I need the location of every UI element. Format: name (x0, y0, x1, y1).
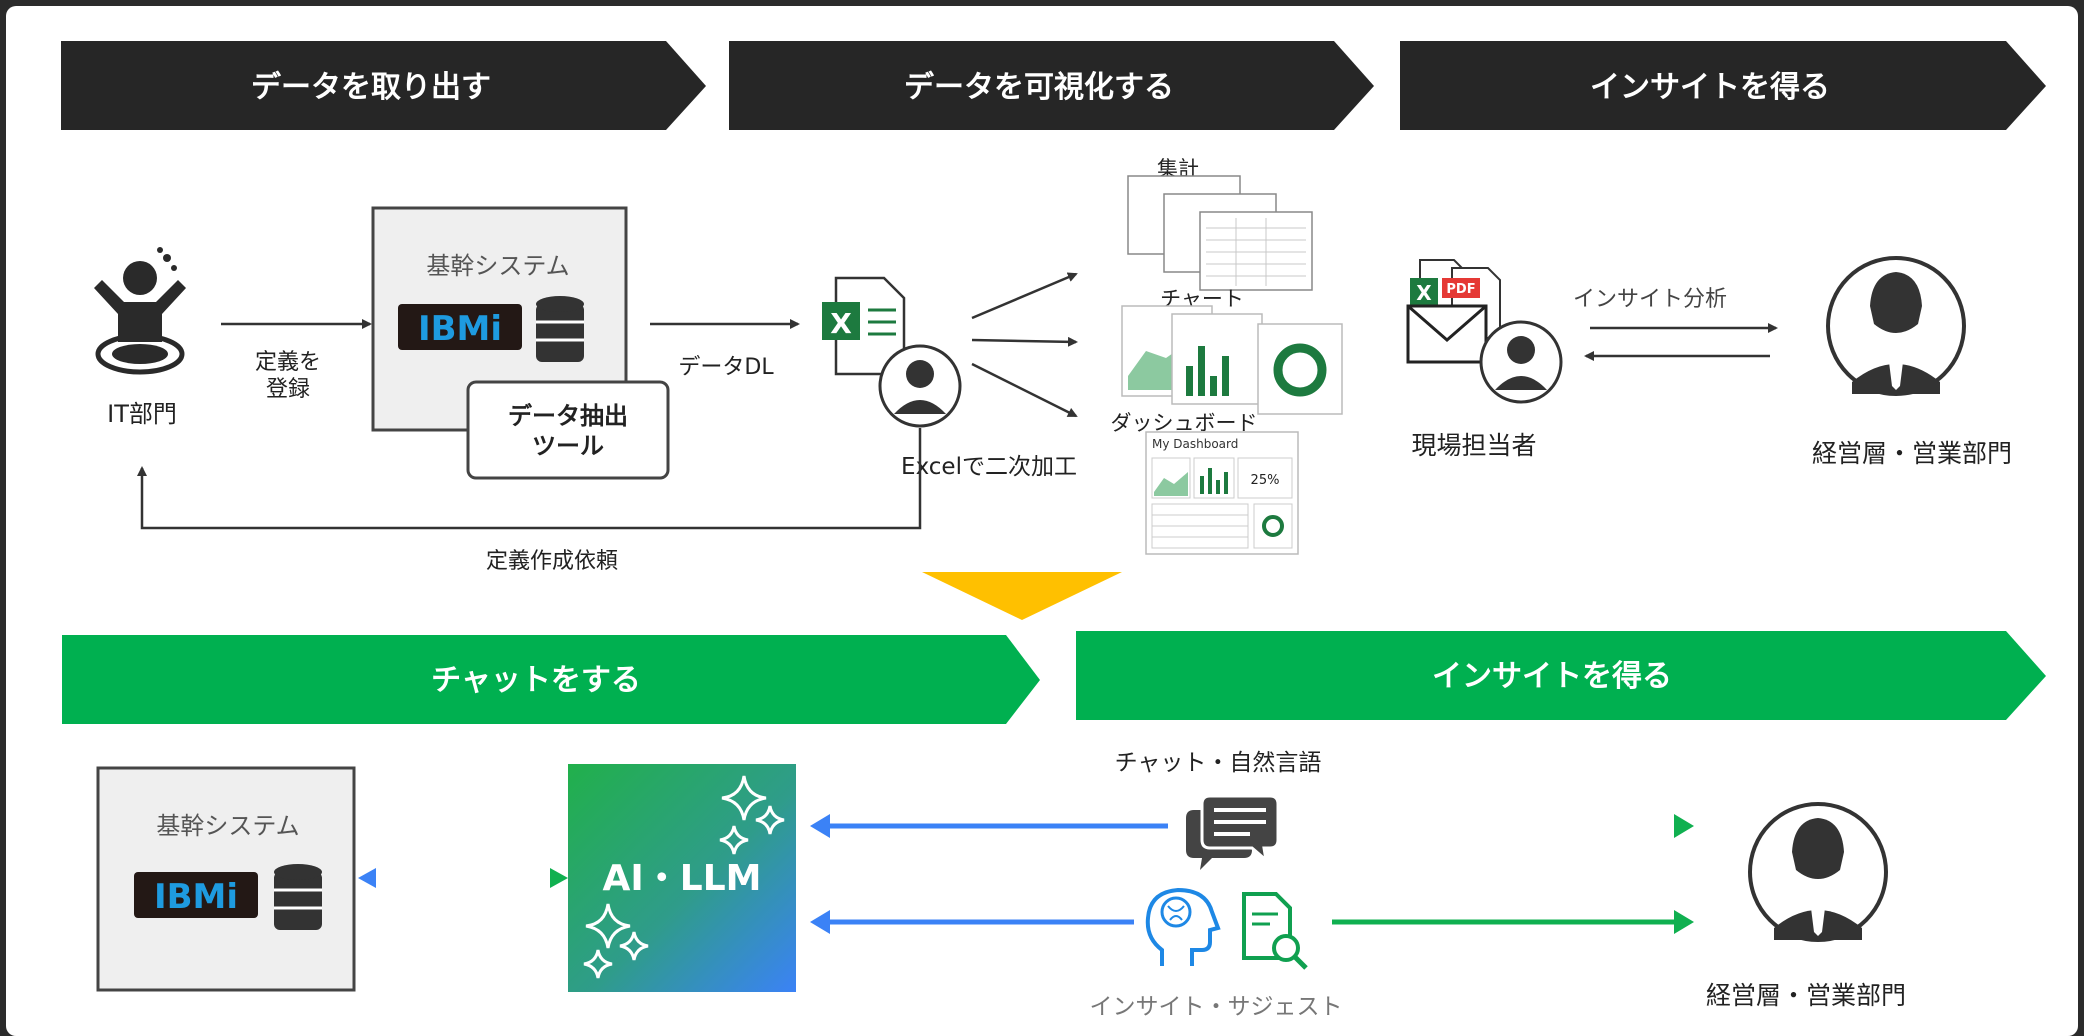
dashboard-label: ダッシュボード (1111, 411, 1258, 435)
it-dept-label: IT部門 (107, 400, 177, 428)
management-avatar-bottom (1748, 802, 1888, 942)
bottom-ibmi-logo: IBMi (134, 872, 258, 918)
pdf-label: PDF (1446, 282, 1475, 297)
site-staff-label: 現場担当者 (1411, 431, 1536, 460)
top-header-2-label: データを可視化する (904, 70, 1174, 105)
define-register-line1: 定義を (255, 350, 321, 375)
arrow-to-dashboard (971, 362, 1078, 418)
top-header-1-label: データを取り出す (251, 70, 491, 105)
mail-excel-x: X (1416, 281, 1432, 305)
insight-to-ai-arrow (810, 910, 1134, 934)
chat-to-ai-arrow (810, 814, 1168, 838)
define-register-line2: 登録 (266, 377, 310, 402)
ai-llm-label: AI・LLM (603, 858, 762, 899)
extract-tool-line2: ツール (532, 432, 604, 460)
chat-bubbles-icon (1186, 794, 1280, 870)
document-search-icon (1242, 892, 1308, 970)
site-staff-avatar (1479, 320, 1563, 404)
dashboard-percent: 25% (1251, 473, 1280, 488)
top-header-2: データを可視化する (729, 41, 1374, 130)
dashboard-title: My Dashboard (1152, 437, 1238, 451)
excel-edit-label: Excelで二次加工 (901, 454, 1077, 480)
top-header-1: データを取り出す (61, 41, 706, 130)
excel-user-avatar (878, 344, 962, 428)
chart-cards-icon (1121, 305, 1343, 415)
insight-to-management-arrow (1332, 910, 1694, 934)
excel-file-x: X (830, 307, 852, 340)
insight-analysis-label: インサイト分析 (1573, 287, 1727, 312)
core-ai-double-arrow (358, 868, 568, 888)
excel-file-icon: X (822, 276, 906, 376)
request-label: 定義作成依頼 (486, 549, 618, 574)
bottom-header-1-label: チャットをする (431, 663, 641, 698)
extract-tool-box (466, 380, 670, 480)
top-header-3: インサイトを得る (1400, 41, 2046, 130)
data-dl-label: データDL (678, 355, 774, 380)
summary-sheets-icon (1127, 175, 1313, 291)
insight-suggest-label: インサイト・サジェスト (1090, 994, 1343, 1020)
management-avatar-top (1826, 256, 1966, 396)
chat-to-management-arrow (1292, 814, 1694, 838)
core-system-label: 基幹システム (426, 252, 569, 280)
diagram-frame: データを取り出す データを可視化する インサイトを得る IT部門 定義を 登録 … (6, 6, 2078, 1036)
ibmi-logo: IBMi (398, 304, 522, 350)
bottom-header-1: チャットをする (62, 635, 1040, 724)
it-dept-icon (94, 247, 186, 375)
bottom-ibmi-logo-text: IBMi (154, 877, 238, 917)
request-loop-arrow (137, 428, 922, 530)
sparkle-icon (583, 775, 785, 979)
bottom-header-2: インサイトを得る (1076, 631, 2046, 720)
arrow-to-summary (971, 272, 1078, 320)
management-label-bottom: 経営層・営業部門 (1706, 981, 1906, 1010)
bottom-header-2-label: インサイトを得る (1432, 659, 1672, 694)
comparison-diagram: データを取り出す データを可視化する インサイトを得る IT部門 定義を 登録 … (61, 41, 2046, 1020)
brain-head-icon (1145, 887, 1221, 966)
arrow-to-chart (971, 336, 1078, 347)
transition-arrow (922, 572, 1122, 620)
extract-tool-line1: データ抽出 (508, 402, 628, 430)
mail-documents-icon: X PDF (1406, 259, 1501, 364)
management-label-top: 経営層・営業部門 (1812, 439, 2012, 468)
database-icon (536, 296, 584, 362)
chat-natural-label: チャット・自然言語 (1115, 750, 1322, 776)
bottom-database-icon (274, 864, 322, 930)
bottom-core-system-label: 基幹システム (156, 812, 299, 840)
ai-llm-box (568, 764, 796, 992)
top-header-3-label: インサイトを得る (1590, 70, 1830, 105)
ibmi-logo-text: IBMi (418, 309, 502, 349)
dashboard-card-icon: My Dashboard 25% (1145, 431, 1299, 555)
